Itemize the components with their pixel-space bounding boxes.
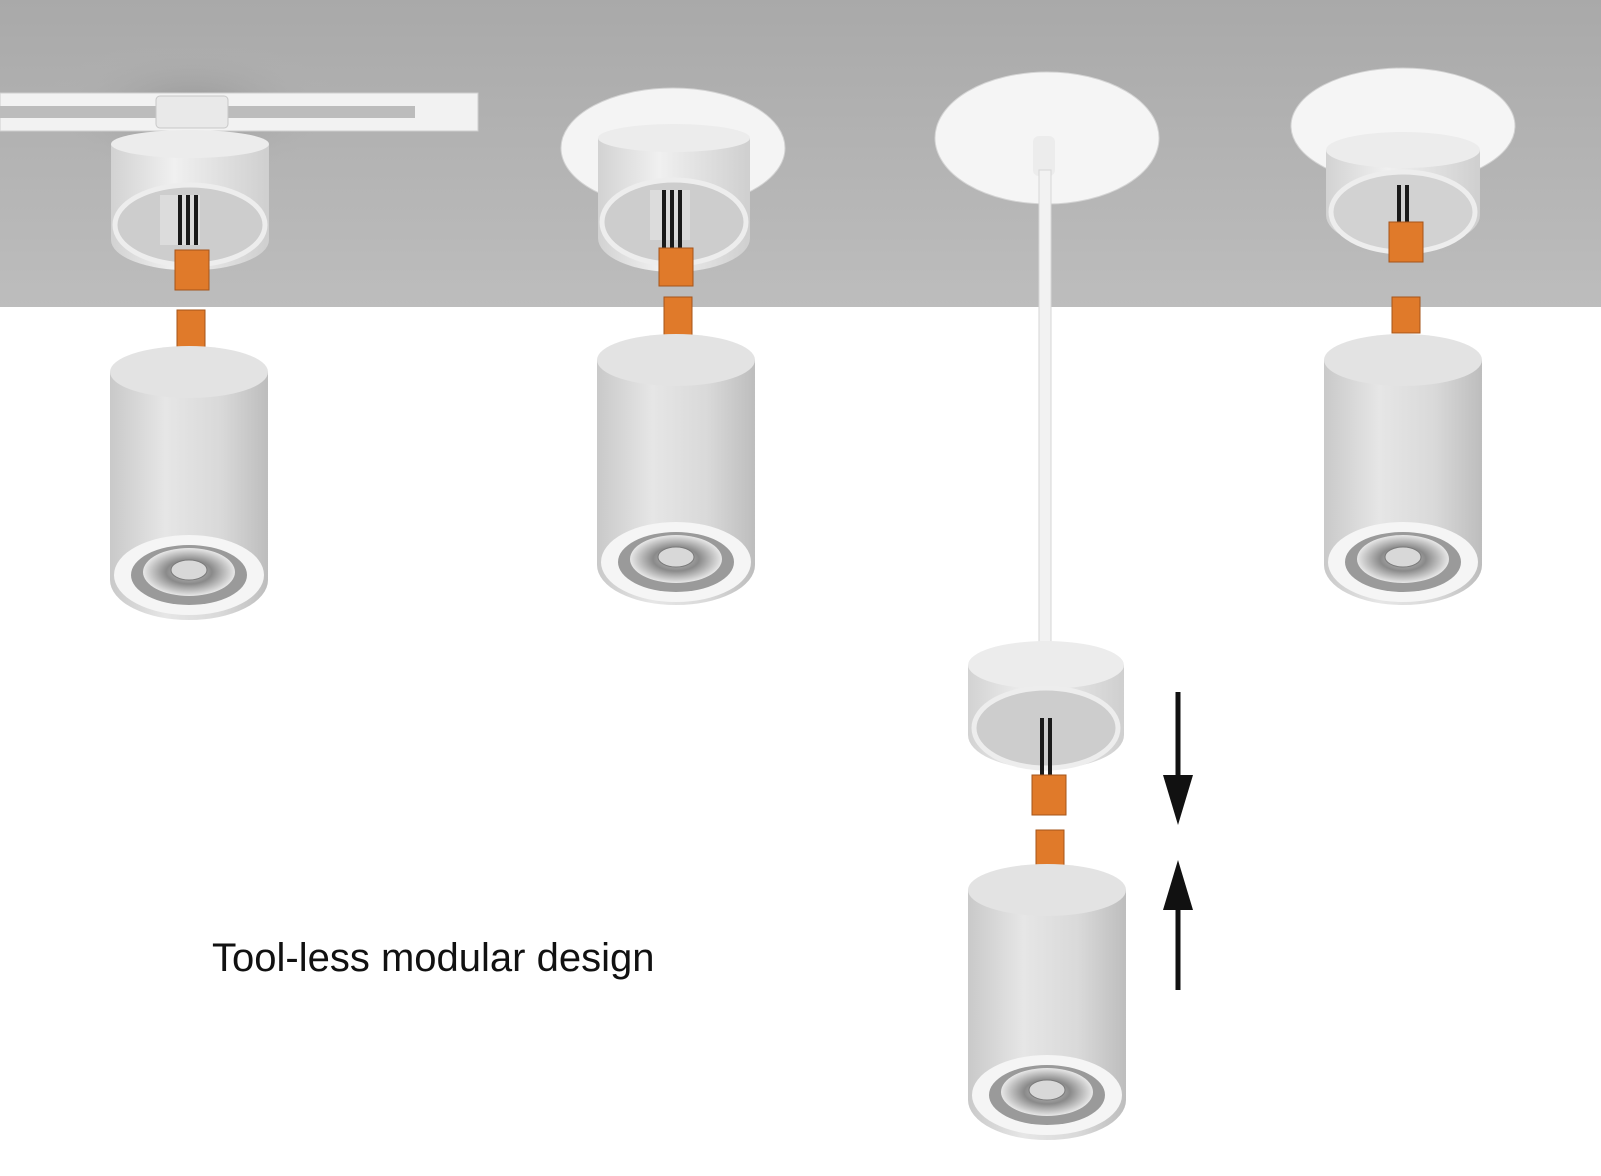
- caption-text: Tool-less modular design: [212, 936, 655, 980]
- track-fixture-mount: [0, 40, 479, 291]
- pendant-fixture-mount: [934, 71, 1160, 816]
- pendant-stem: [1038, 169, 1052, 646]
- recessed-fixture-module: [597, 296, 755, 605]
- recessed-fixture-mount: [560, 87, 786, 287]
- pendant-fixture-module: [968, 829, 1126, 1140]
- connector-upper: [174, 249, 210, 291]
- connector-lower: [1391, 296, 1421, 334]
- connector-upper: [658, 247, 694, 287]
- down-arrow-icon: [1163, 692, 1193, 825]
- up-arrow-icon: [1163, 860, 1193, 990]
- connector-lower: [1035, 829, 1065, 869]
- connector-upper: [1388, 221, 1424, 263]
- track-fixture-module: [110, 309, 268, 620]
- connector-upper: [1031, 774, 1067, 816]
- connector-lower: [176, 309, 206, 349]
- connector-lower: [663, 296, 693, 336]
- surface-fixture-module: [1324, 296, 1482, 605]
- surface-fixture-mount: [1290, 67, 1516, 263]
